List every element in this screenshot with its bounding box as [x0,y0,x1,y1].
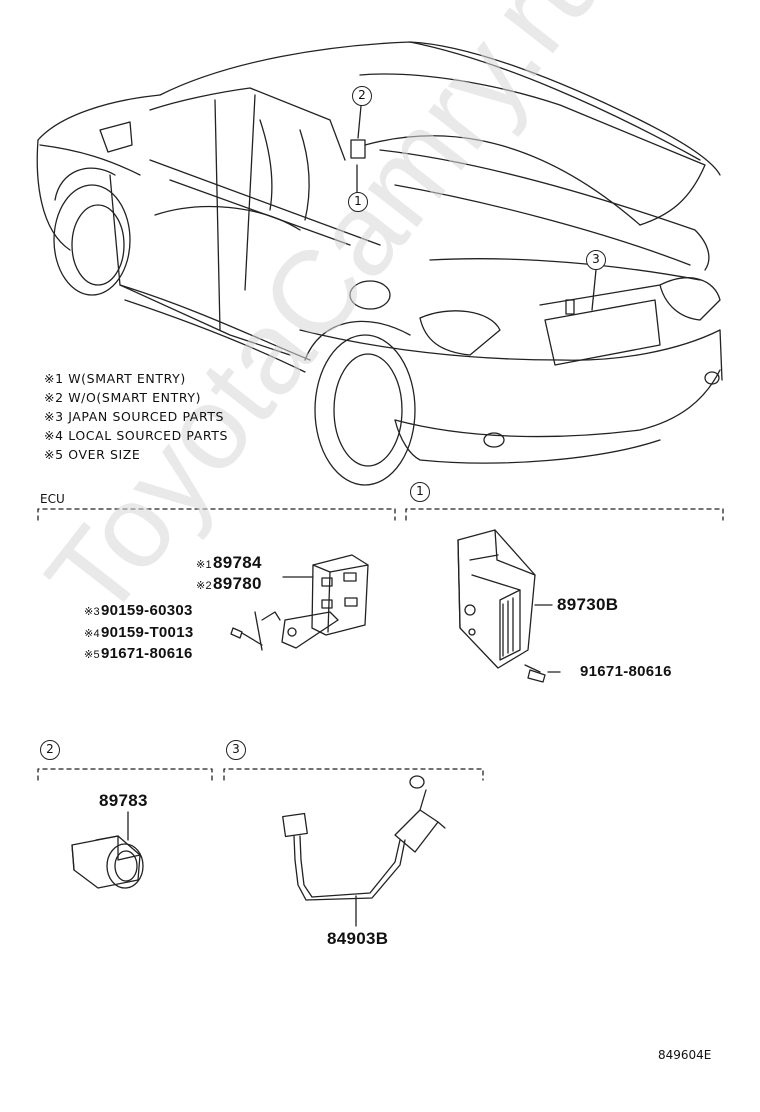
note-5: ※5 OVER SIZE [44,447,141,462]
note-3: ※3 JAPAN SOURCED PARTS [44,409,225,424]
callout-2-badge: 2 [352,86,372,106]
wire-harness-illustration [282,775,446,927]
part-91671-80616[interactable]: 91671-80616 [580,663,672,680]
note-1: ※1 W(SMART ENTRY) [44,371,186,386]
part-89784[interactable]: ※189784 [196,553,262,572]
section-3-badge: 3 [226,740,246,760]
section-1-badge: 1 [410,482,430,502]
part-89780[interactable]: ※289780 [196,574,262,593]
callout-1-badge: 1 [348,192,368,212]
section-ecu-title: ECU [40,492,65,506]
part-90159-t0013[interactable]: ※490159-T0013 [84,624,194,641]
note-4: ※4 LOCAL SOURCED PARTS [44,428,229,443]
part-89783[interactable]: 89783 [99,791,148,810]
smart-ecu-illustration [457,529,561,683]
ecu-bracket-illustration [230,554,369,651]
diagram-code: 849604E [658,1048,712,1062]
note-2: ※2 W/O(SMART ENTRY) [44,390,202,405]
part-89730b[interactable]: 89730B [557,595,619,614]
part-90159-60303[interactable]: ※390159-60303 [84,602,193,619]
callout-3-badge: 3 [586,250,606,270]
car-illustration [36,41,723,486]
section-brackets [37,508,724,781]
antenna-illustration [71,811,144,889]
part-84903b[interactable]: 84903B [327,929,389,948]
part-91671-80616-ecu[interactable]: ※591671-80616 [84,645,193,662]
section-2-badge: 2 [40,740,60,760]
